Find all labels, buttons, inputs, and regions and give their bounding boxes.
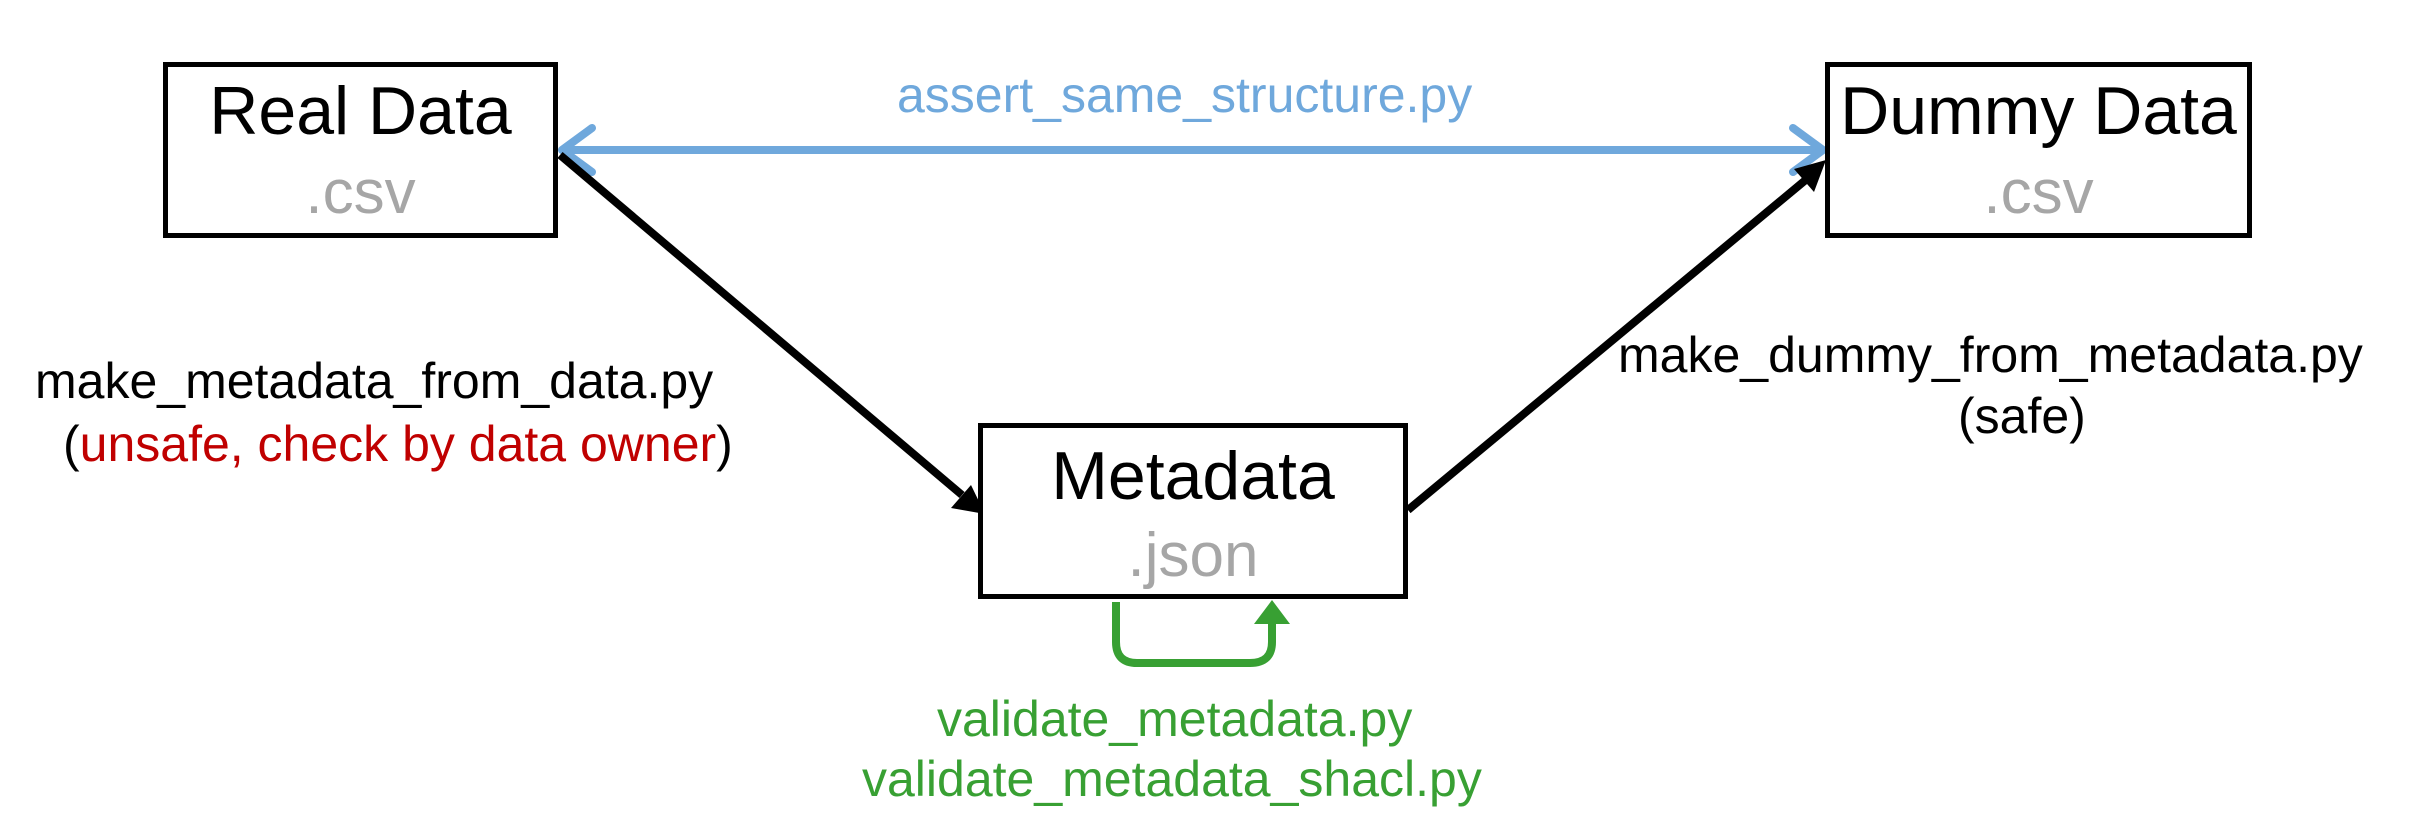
validate-loop-arrow — [1112, 600, 1290, 667]
unsafe-warning-text: unsafe, check by data owner — [79, 416, 717, 472]
dummy-data-extension: .csv — [1983, 158, 2094, 227]
validate-metadata-shacl-label: validate_metadata_shacl.py — [862, 751, 1482, 807]
real-data-extension: .csv — [305, 158, 416, 227]
metadata-title: Metadata — [1051, 438, 1335, 514]
make-metadata-label: make_metadata_from_data.py — [35, 353, 714, 409]
real-data-title: Real Data — [209, 73, 512, 149]
make-dummy-label: make_dummy_from_metadata.py — [1618, 327, 2363, 383]
dummy-data-node: Dummy Data .csv — [1825, 62, 2252, 238]
make-dummy-note: (safe) — [1958, 388, 2086, 444]
dummy-data-title: Dummy Data — [1840, 73, 2237, 149]
assert-structure-arrow — [558, 124, 1827, 176]
metadata-node: Metadata .json — [978, 423, 1408, 599]
real-data-node: Real Data .csv — [163, 62, 558, 238]
assert-structure-label: assert_same_structure.py — [897, 67, 1473, 123]
metadata-extension: .json — [1127, 521, 1259, 590]
make-metadata-arrow — [557, 151, 985, 514]
validate-metadata-label: validate_metadata.py — [937, 691, 1413, 747]
make-metadata-note: (unsafe, check by data owner) — [63, 413, 733, 475]
make-dummy-arrow — [1405, 160, 1826, 514]
note-close-paren: ) — [716, 416, 733, 472]
note-open-paren: ( — [63, 416, 80, 472]
